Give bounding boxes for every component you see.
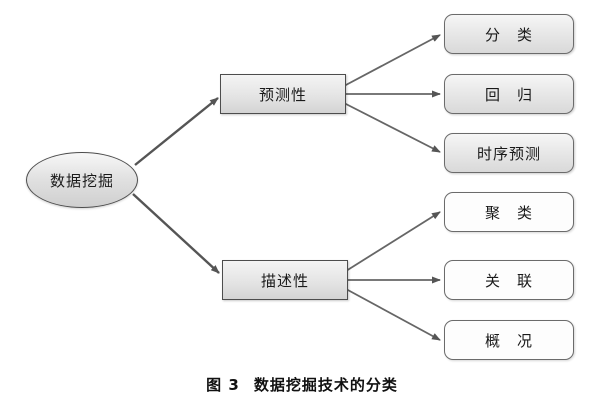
figure-caption-text: 数据挖掘技术的分类 (253, 376, 398, 394)
node-root-data-mining[interactable]: 数据挖掘 (26, 152, 138, 208)
node-leaf-clustering-label: 聚 类 (484, 203, 533, 222)
node-leaf-summary[interactable]: 概 况 (444, 320, 574, 360)
node-branch-descriptive-label: 描述性 (260, 271, 309, 290)
node-branch-predictive[interactable]: 预测性 (220, 74, 346, 114)
node-leaf-summary-label: 概 况 (484, 331, 533, 350)
node-branch-descriptive[interactable]: 描述性 (222, 260, 348, 300)
node-root-label: 数据挖掘 (49, 171, 114, 190)
node-leaf-classification[interactable]: 分 类 (444, 14, 574, 54)
figure-caption: 图 3 数据挖掘技术的分类 (0, 374, 604, 395)
edge-predictive-to-classification (343, 34, 441, 87)
node-leaf-association-label: 关 联 (484, 271, 533, 290)
edge-root-to-descriptive (132, 193, 220, 274)
node-leaf-classification-label: 分 类 (484, 25, 533, 44)
node-leaf-association[interactable]: 关 联 (444, 260, 574, 300)
node-leaf-clustering[interactable]: 聚 类 (444, 192, 574, 232)
edge-root-to-predictive (134, 97, 219, 166)
node-leaf-regression-label: 回 归 (484, 85, 533, 104)
edge-predictive-to-timeseries (343, 102, 441, 153)
figure-caption-number: 图 3 (206, 376, 240, 394)
node-leaf-timeseries-forecast[interactable]: 时序预测 (444, 133, 574, 173)
node-branch-predictive-label: 预测性 (258, 85, 307, 104)
edge-descriptive-to-summary (345, 288, 441, 341)
node-leaf-timeseries-forecast-label: 时序预测 (476, 144, 541, 163)
node-leaf-regression[interactable]: 回 归 (444, 74, 574, 114)
edge-descriptive-to-clustering (345, 211, 441, 272)
